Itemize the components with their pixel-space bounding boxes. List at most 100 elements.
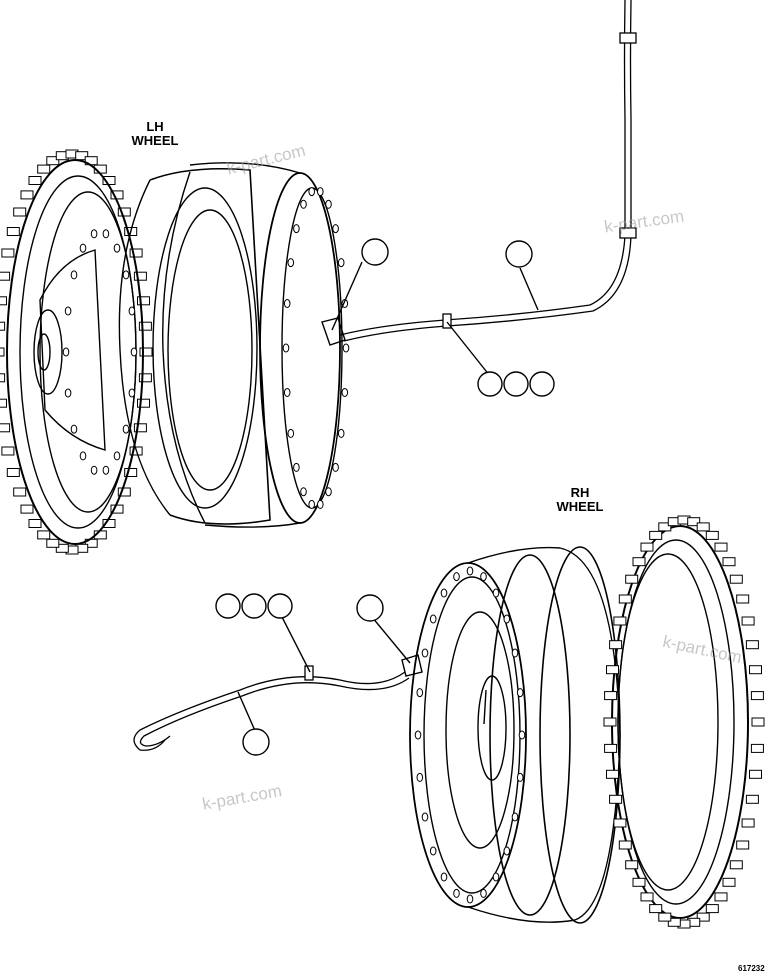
- rh-cable-clip: [304, 665, 314, 681]
- gear-tooth: [736, 594, 750, 604]
- bolt: [480, 572, 487, 582]
- bolt: [480, 888, 487, 898]
- gear-tooth: [729, 860, 743, 870]
- bolt: [325, 199, 332, 209]
- bolt: [414, 730, 422, 740]
- bolt: [308, 187, 316, 197]
- bolt: [416, 772, 424, 782]
- gear-tooth: [1, 248, 15, 258]
- bolt: [421, 648, 429, 658]
- lh-callout-bubble: [505, 240, 533, 268]
- gear-tooth: [124, 468, 138, 477]
- bolt: [466, 894, 474, 904]
- rh-flange-bolts: [414, 566, 526, 904]
- stud: [64, 306, 72, 316]
- gear-tooth: [28, 519, 42, 528]
- bolt: [518, 730, 526, 740]
- bolt: [317, 499, 324, 509]
- bolt: [511, 648, 519, 658]
- stud: [79, 451, 87, 461]
- gear-tooth: [714, 542, 728, 552]
- gear-tooth: [687, 517, 701, 527]
- bolt: [503, 614, 511, 624]
- lh-callout-bubble: [477, 371, 503, 397]
- bolt: [293, 462, 300, 472]
- lh-hub-face: [39, 249, 106, 451]
- gear-tooth: [649, 530, 663, 540]
- gear-tooth: [0, 398, 7, 408]
- stud: [70, 270, 78, 280]
- rh-callout-bubble: [242, 728, 270, 756]
- lh-brake-body-bottom: [204, 522, 301, 528]
- lh-label-line1: LH: [146, 119, 164, 134]
- lh-drum-inner-ring-2: [167, 209, 253, 491]
- lh-callout-bubble: [529, 371, 555, 397]
- bolt: [300, 487, 307, 497]
- gear-tooth: [714, 892, 728, 902]
- stud: [90, 229, 98, 239]
- lh-wheel-label: LH WHEEL: [120, 120, 190, 148]
- gear-tooth: [0, 296, 7, 306]
- lh-rim-outer: [6, 159, 144, 545]
- gear-tooth: [613, 818, 627, 828]
- rh-cable-bracket: [401, 654, 423, 677]
- gear-tooth: [46, 156, 60, 166]
- bolt: [283, 299, 291, 308]
- rh-callout-bubble: [356, 594, 384, 622]
- rh-hub-flange: [409, 562, 527, 908]
- rh-rim-face: [617, 553, 719, 891]
- gear-tooth: [667, 917, 681, 927]
- stud: [62, 347, 70, 357]
- rh-drum-edge: [559, 547, 621, 921]
- gear-tooth: [137, 398, 150, 408]
- bolt: [453, 888, 460, 898]
- gear-tooth: [0, 373, 6, 383]
- bolt: [337, 258, 345, 268]
- gear-tooth: [13, 207, 27, 217]
- lh-rim-face: [39, 191, 137, 513]
- bolt: [453, 572, 460, 582]
- gear-tooth: [613, 616, 627, 626]
- gear-tooth: [640, 542, 654, 552]
- stud: [122, 270, 130, 280]
- rh-hub-face: [445, 611, 515, 849]
- bolt: [325, 487, 332, 497]
- stud: [130, 347, 138, 357]
- lh-drum-inner-ring: [152, 187, 258, 509]
- gear-tooth: [751, 717, 765, 727]
- stud: [128, 388, 136, 398]
- stud: [90, 465, 98, 475]
- bolt: [283, 388, 291, 397]
- bolt: [440, 872, 448, 882]
- figure-number: 617232: [738, 964, 765, 973]
- rh-gear-teeth: [603, 515, 765, 929]
- gear-tooth: [696, 912, 710, 922]
- bolt: [308, 499, 316, 509]
- gear-tooth: [0, 347, 5, 357]
- gear-tooth: [0, 321, 6, 331]
- rh-rim-outer: [611, 525, 749, 919]
- bolt: [287, 258, 295, 268]
- lh-drum-mid: [162, 171, 206, 524]
- bolt: [416, 688, 424, 698]
- bolt: [342, 343, 350, 353]
- gear-tooth: [618, 840, 632, 850]
- gear-tooth: [1, 446, 15, 456]
- rh-wheel-label: RH WHEEL: [545, 486, 615, 514]
- lh-brake-drum: [259, 172, 341, 524]
- gear-tooth: [750, 691, 764, 701]
- bolt: [317, 187, 324, 197]
- rh-drum-ring: [539, 546, 621, 924]
- lh-drum-left-edge: [118, 179, 171, 516]
- stud: [102, 465, 110, 475]
- bolt: [421, 812, 429, 822]
- gear-tooth: [749, 769, 762, 779]
- bolt: [429, 846, 437, 856]
- gear-tooth: [749, 665, 762, 675]
- rh-sensor-cable: [133, 665, 410, 751]
- gear-tooth: [741, 616, 755, 626]
- bolt: [440, 588, 448, 598]
- bolt: [511, 812, 519, 822]
- bolt: [287, 428, 295, 438]
